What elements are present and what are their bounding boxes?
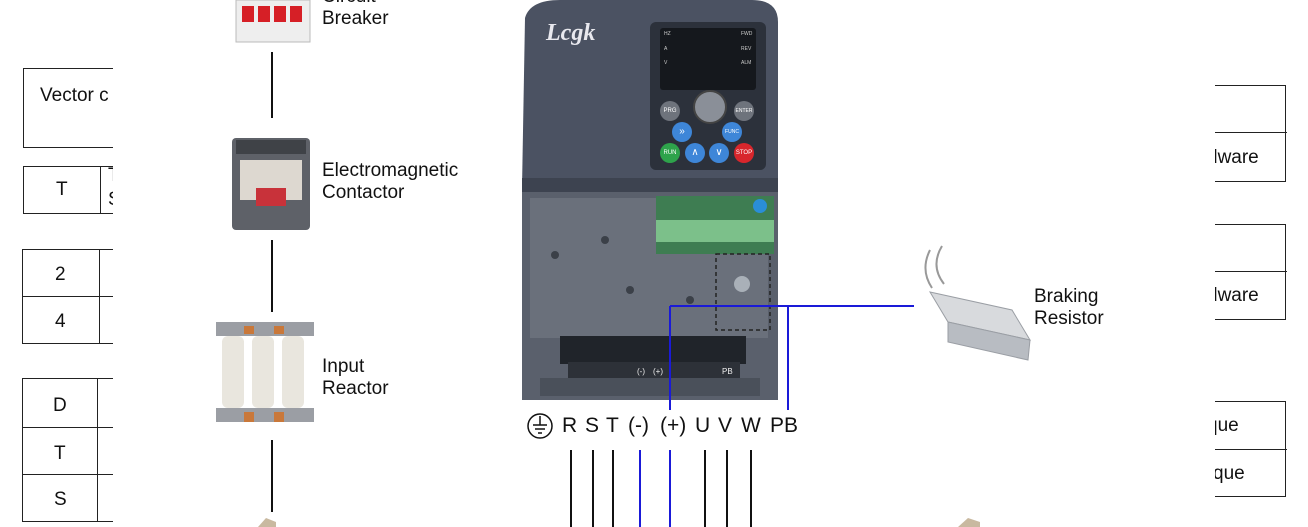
contactor-label-line2: Contactor bbox=[322, 182, 405, 203]
prg-key[interactable]: PRG bbox=[660, 101, 680, 121]
stop-key[interactable]: STOP bbox=[734, 143, 754, 163]
reactor-label-line2: Reactor bbox=[322, 378, 389, 399]
right-table-box-2 bbox=[1215, 224, 1287, 320]
braking-resistor-image bbox=[924, 245, 1032, 361]
left-table-row-s: S bbox=[54, 489, 67, 510]
right-table-clip: dware dware que que bbox=[1215, 0, 1308, 527]
terminal-label-w: W bbox=[741, 414, 761, 437]
left-table-row-2: 2 bbox=[55, 264, 66, 285]
circuit-breaker-image bbox=[235, 0, 311, 43]
enter-key[interactable]: ENTER bbox=[734, 101, 754, 121]
strip-label-neg: (-) bbox=[637, 367, 645, 376]
func-key-label: FUNC bbox=[725, 129, 739, 135]
left-table-t-row: T T S bbox=[23, 165, 113, 214]
circuit-breaker-label-line1: Circuit bbox=[322, 0, 389, 8]
contactor-label-line1: Electromagnetic bbox=[322, 160, 459, 181]
right-table-frag-2: dware bbox=[1215, 285, 1259, 306]
right-table-frag-4: que bbox=[1215, 463, 1245, 484]
prg-key-label: PRG bbox=[663, 108, 677, 114]
led-label-rev: REV bbox=[741, 46, 752, 52]
right-table-box-3 bbox=[1215, 401, 1287, 497]
down-key[interactable]: ∨ bbox=[709, 143, 729, 163]
right-table-box-3-divider bbox=[1215, 449, 1287, 450]
left-table-row-t2: T bbox=[54, 443, 66, 464]
left-table-clip: Vector c T T S 2 4 D T S bbox=[0, 0, 113, 527]
left-table-dts-divider-h2 bbox=[23, 474, 113, 475]
terminal-label-pb: PB bbox=[770, 414, 799, 437]
left-table-t-cell: T bbox=[56, 179, 68, 200]
drive-brand-logo: Lcgk bbox=[546, 20, 596, 46]
stop-key-label: STOP bbox=[735, 150, 753, 156]
contactor-image bbox=[232, 138, 310, 230]
left-table-24-divider-h bbox=[23, 296, 113, 297]
terminal-label-neg: (-) bbox=[628, 414, 649, 437]
terminal-label-v: V bbox=[718, 414, 733, 437]
partial-component-left bbox=[258, 518, 276, 527]
ground-terminal-symbol bbox=[527, 413, 553, 439]
reactor-label-line1: Input bbox=[322, 356, 365, 377]
terminal-label-u: U bbox=[695, 414, 711, 437]
circuit-breaker-label-line2: Breaker bbox=[322, 8, 389, 29]
left-table-dts-divider-h1 bbox=[23, 427, 113, 428]
enter-key-label: ENTER bbox=[735, 108, 753, 114]
circuit-breaker-label: Circuit Breaker bbox=[322, 0, 389, 30]
reactor-label: Input Reactor bbox=[322, 356, 389, 400]
up-key[interactable]: ∧ bbox=[685, 143, 705, 163]
left-table-row-d: D bbox=[53, 395, 67, 416]
strip-label-pb: PB bbox=[722, 367, 733, 376]
partial-component-right bbox=[958, 518, 980, 527]
run-key-label: RUN bbox=[663, 150, 677, 156]
left-table-t-divider bbox=[100, 167, 101, 213]
right-table-frag-1: dware bbox=[1215, 147, 1259, 168]
run-key[interactable]: RUN bbox=[660, 143, 680, 163]
drive-bottom-body bbox=[522, 192, 778, 400]
led-label-alm: ALM bbox=[741, 60, 752, 66]
shift-key[interactable]: » bbox=[672, 122, 692, 142]
input-reactor-image bbox=[216, 322, 314, 422]
left-table-t-side: T bbox=[108, 165, 113, 187]
led-label-hz: HZ bbox=[664, 31, 671, 37]
contactor-label: Electromagnetic Contactor bbox=[322, 160, 458, 204]
left-table-row-4: 4 bbox=[55, 311, 66, 332]
led-label-fwd: FWD bbox=[741, 31, 753, 37]
braking-resistor-label-line2: Resistor bbox=[1034, 308, 1104, 329]
braking-resistor-label-line1: Braking bbox=[1034, 286, 1099, 307]
terminal-label-t: T bbox=[606, 414, 619, 437]
func-key[interactable]: FUNC bbox=[722, 122, 742, 142]
right-table-box-1 bbox=[1215, 85, 1287, 182]
left-table-title: Vector c bbox=[40, 85, 109, 106]
right-table-box-1-divider bbox=[1215, 132, 1287, 133]
left-table-title-box: Vector c bbox=[23, 68, 113, 148]
braking-resistor-label: Braking Resistor bbox=[1034, 286, 1104, 330]
right-table-frag-3: que bbox=[1215, 415, 1239, 436]
led-label-v: V bbox=[664, 60, 668, 66]
left-table-t-side2: S bbox=[108, 189, 113, 211]
terminal-label-pos: (+) bbox=[660, 414, 687, 437]
led-label-a: A bbox=[664, 46, 668, 52]
right-table-box-2-divider bbox=[1215, 271, 1287, 272]
terminal-label-r: R bbox=[562, 414, 578, 437]
left-table-dts-box: D T S bbox=[22, 378, 113, 522]
navigation-dial[interactable] bbox=[693, 90, 727, 124]
left-table-dts-divider-v bbox=[97, 379, 98, 521]
strip-label-pos: (+) bbox=[653, 367, 663, 376]
left-table-24-box: 2 4 bbox=[22, 249, 113, 344]
terminal-label-s: S bbox=[585, 414, 600, 437]
